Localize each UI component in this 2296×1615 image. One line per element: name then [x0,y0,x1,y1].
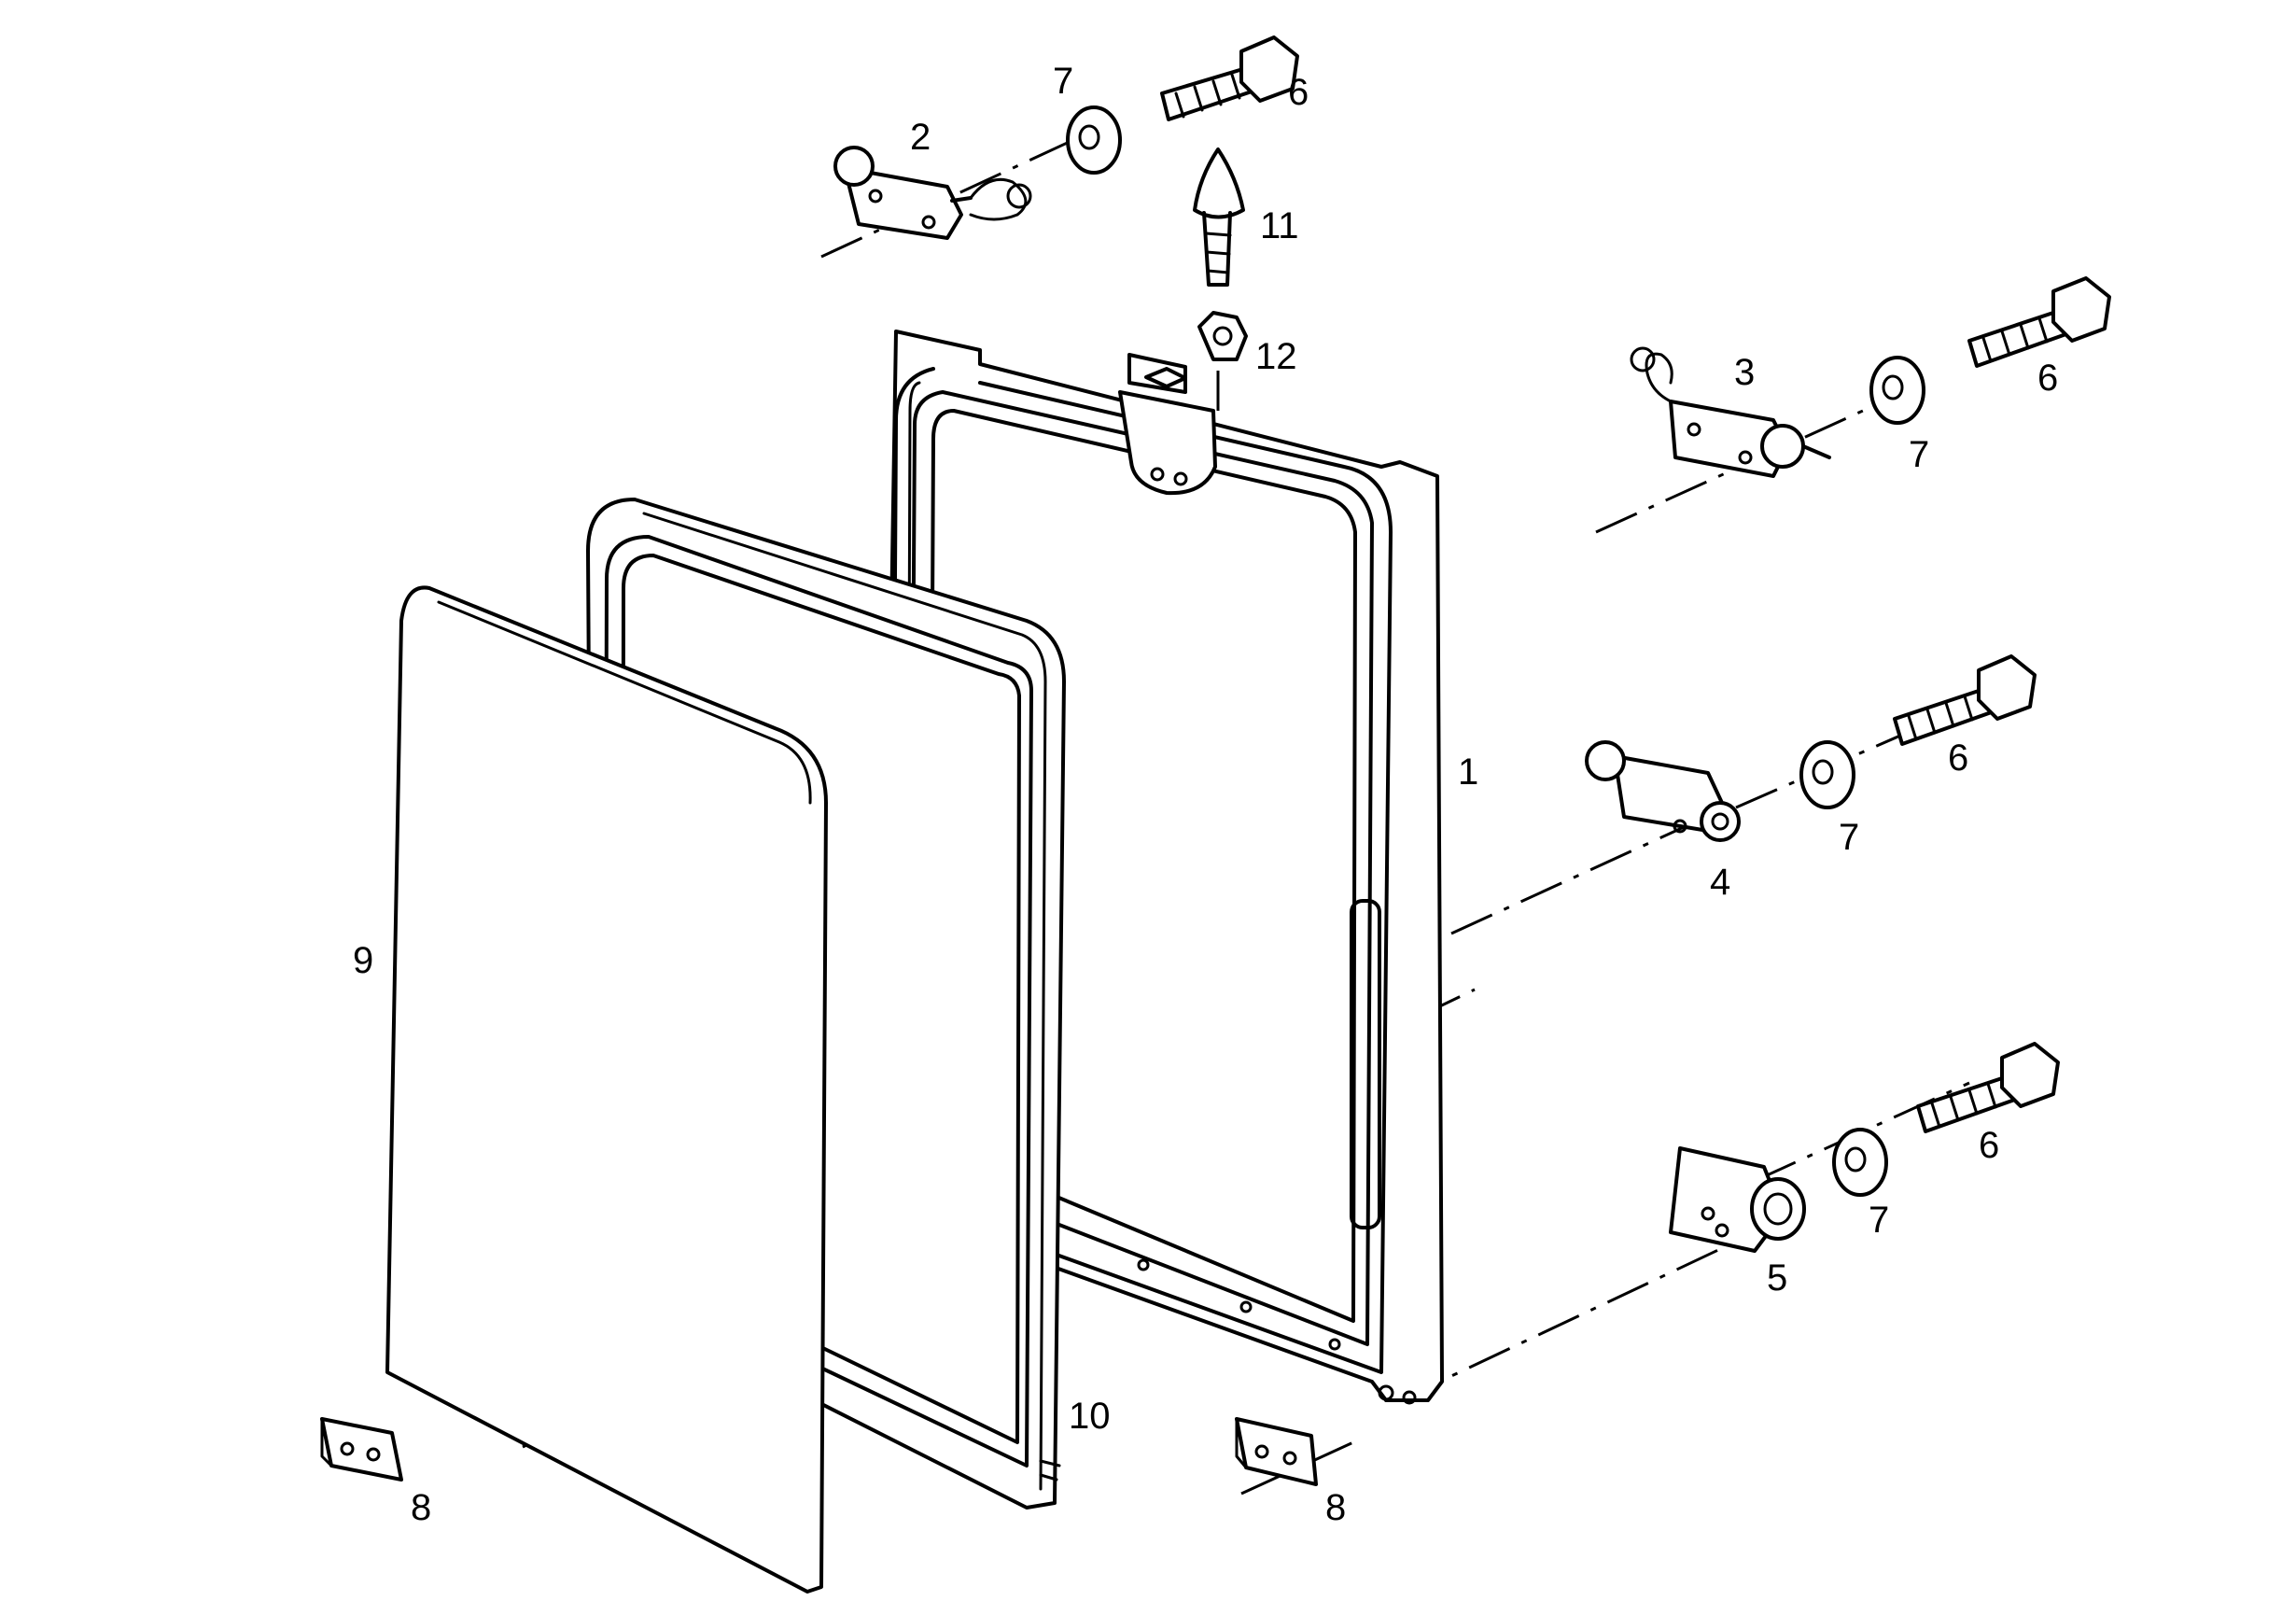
label-7-middle-right: 7 [1839,817,1859,858]
label-12: 12 [1255,336,1297,377]
spacer-block-part-right [1235,1417,1318,1486]
washer-part-upper-right [1869,356,1925,425]
washer-part-top [1066,105,1122,175]
washer-part-middle-right [1799,740,1855,809]
label-8-left: 8 [411,1487,431,1528]
fastener-2-part [833,146,1032,240]
label-6-top: 6 [1288,72,1309,113]
washer-part-lower-right [1832,1128,1888,1197]
label-7-upper-right: 7 [1909,434,1929,475]
label-2: 2 [910,117,931,158]
label-4: 4 [1710,862,1730,903]
spacer-block-part-left [320,1417,403,1482]
label-6-upper-right: 6 [2037,358,2058,399]
fastener-3-part [1630,346,1831,478]
label-7-lower-right: 7 [1869,1200,1889,1241]
fastener-4-part [1585,740,1741,842]
rubber-stop-part [1193,147,1245,287]
label-8-right: 8 [1325,1487,1346,1528]
bolt-part-top [1160,35,1299,121]
label-6-middle-right: 6 [1948,737,1968,779]
bolt-part-middle-right [1893,654,2037,746]
label-5: 5 [1767,1257,1787,1299]
label-3: 3 [1734,352,1755,393]
label-7-top: 7 [1053,61,1073,102]
bolt-part-lower-right [1916,1042,2060,1133]
label-11: 11 [1260,205,1299,246]
label-10: 10 [1069,1396,1111,1437]
label-6-lower-right: 6 [1979,1125,1999,1166]
bolt-part-upper-right [1967,276,2111,368]
label-9: 9 [353,940,373,981]
fastener-5-part [1669,1146,1806,1253]
nut-part [1197,311,1248,361]
callout-labels: 1 2 3 4 5 6 6 6 6 7 7 7 7 8 8 9 10 11 12 [353,61,2058,1528]
glass-panel-part [385,585,828,1594]
label-1: 1 [1458,751,1478,793]
